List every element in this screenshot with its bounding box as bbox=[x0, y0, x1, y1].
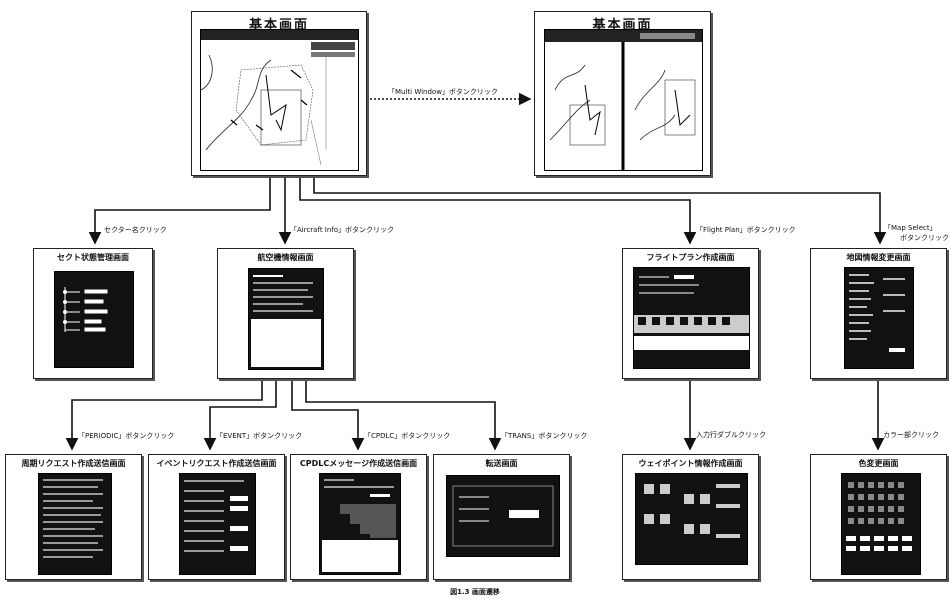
radar-map-icon bbox=[201, 30, 358, 166]
figure-caption: 図1.3 画面遷移 bbox=[450, 588, 500, 596]
screen-flight-plan-title: フライトプラン作成画面 bbox=[646, 253, 735, 262]
screen-main: 基本画面 bbox=[191, 11, 367, 176]
edge-label-aircraft-info: 「Aircraft Info」ボタンクリック bbox=[290, 226, 395, 234]
edge-label-input-row: 入力行ダブルクリック bbox=[696, 431, 766, 439]
screen-event: イベントリクエスト作成送信画面 bbox=[148, 454, 285, 580]
screen-aircraft-title: 航空機情報画面 bbox=[257, 253, 314, 262]
screen-map-info: 地図情報変更画面 bbox=[810, 248, 947, 379]
color-palette-icon bbox=[846, 482, 912, 551]
screen-sector-thumbnail bbox=[54, 271, 134, 368]
screen-cpdlc-title: CPDLCメッセージ作成送信画面 bbox=[299, 459, 418, 468]
screen-color-thumbnail bbox=[841, 473, 921, 575]
transfer-form-icon bbox=[452, 485, 554, 547]
screen-trans-title: 転送画面 bbox=[485, 459, 518, 468]
screen-trans-thumbnail bbox=[446, 475, 560, 557]
waypoint-grid-icon bbox=[644, 484, 740, 538]
edge-label-sector-name: セクター名クリック bbox=[104, 226, 167, 234]
arrow-main-to-map bbox=[313, 175, 887, 245]
screen-trans: 転送画面 bbox=[433, 454, 570, 580]
screen-flight-plan: フライトプラン作成画面 bbox=[622, 248, 759, 379]
screen-periodic-thumbnail bbox=[38, 473, 112, 575]
screen-waypoint-thumbnail bbox=[635, 473, 748, 565]
edge-label-color-part: カラー部クリック bbox=[883, 431, 939, 439]
arrow-aircraft-to-event bbox=[203, 378, 277, 451]
event-form-icon bbox=[184, 480, 248, 552]
screen-map-info-title: 地図情報変更画面 bbox=[846, 253, 911, 262]
screen-event-thumbnail bbox=[179, 473, 256, 575]
screen-periodic: 周期リクエスト作成送信画面 bbox=[5, 454, 142, 580]
waypoint-row-icon bbox=[638, 317, 730, 325]
screen-color: 色変更画面 bbox=[810, 454, 947, 580]
edge-label-trans: 「TRANS」ボタンクリック bbox=[501, 432, 588, 440]
message-list-icon bbox=[322, 479, 398, 572]
sector-tree-icon bbox=[63, 287, 108, 332]
screen-event-title: イベントリクエスト作成送信画面 bbox=[156, 459, 277, 468]
screen-main-multi-thumbnail bbox=[544, 29, 703, 171]
screen-main-thumbnail bbox=[200, 29, 359, 171]
edge-label-cpdlc: 「CPDLC」ボタンクリック bbox=[364, 432, 451, 440]
screen-sector-title: セクト状態管理画面 bbox=[57, 253, 129, 262]
arrow-aircraft-to-periodic bbox=[65, 378, 263, 451]
arrow-aircraft-to-trans bbox=[305, 378, 502, 451]
edge-label-periodic: 「PERIODIC」ボタンクリック bbox=[78, 432, 175, 440]
edge-label-event: 「EVENT」ボタンクリック bbox=[216, 432, 303, 440]
screen-aircraft: 航空機情報画面 bbox=[217, 248, 354, 379]
arrow-aircraft-to-cpdlc bbox=[291, 378, 365, 451]
edge-label-multi-window: 「Multi Window」ボタンクリック bbox=[388, 88, 498, 96]
arrow-main-to-sector bbox=[88, 175, 271, 245]
screen-waypoint: ウェイポイント情報作成画面 bbox=[622, 454, 759, 580]
form-rows-icon bbox=[43, 479, 103, 558]
edge-label-map-select-1: 「Map Select」 bbox=[884, 224, 937, 232]
screen-sector: セクト状態管理画面 bbox=[33, 248, 153, 379]
edge-label-map-select-2: ボタンクリック bbox=[900, 234, 949, 242]
screen-cpdlc-thumbnail bbox=[319, 473, 401, 575]
screen-color-title: 色変更画面 bbox=[858, 459, 899, 468]
edge-label-flight-plan: 「Flight Plan」ボタンクリック bbox=[696, 226, 796, 234]
map-list-icon bbox=[849, 274, 905, 352]
screen-map-info-thumbnail bbox=[844, 267, 914, 369]
screen-periodic-title: 周期リクエスト作成送信画面 bbox=[21, 459, 126, 468]
dual-radar-map-icon bbox=[545, 30, 702, 170]
screen-cpdlc: CPDLCメッセージ作成送信画面 bbox=[290, 454, 427, 580]
screen-waypoint-title: ウェイポイント情報作成画面 bbox=[638, 459, 743, 468]
screen-aircraft-thumbnail bbox=[248, 268, 324, 370]
screen-flight-plan-thumbnail bbox=[633, 267, 750, 369]
arrow-main-to-flightplan bbox=[299, 175, 697, 245]
screen-main-multi: 基本画面 bbox=[534, 11, 711, 176]
